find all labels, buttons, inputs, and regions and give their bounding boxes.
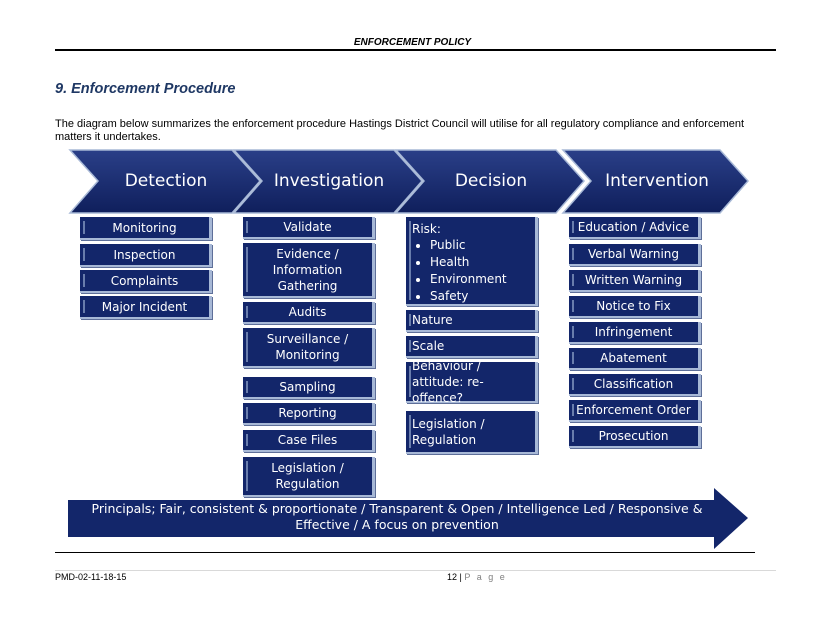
decision-item-nature: Nature	[406, 310, 538, 332]
footer-page: 12 | P a g e	[447, 572, 507, 582]
investigation-item-evidence: Evidence / Information Gathering	[243, 243, 375, 298]
intervention-item-classification: Classification	[569, 374, 701, 396]
investigation-item-surveillance: Surveillance / Monitoring	[243, 328, 375, 368]
decision-risk-title: Risk:	[412, 222, 441, 236]
investigation-item-audits: Audits	[243, 302, 375, 324]
detection-item-complaints: Complaints	[80, 270, 212, 293]
footer-rule-light	[55, 570, 776, 571]
intro-paragraph: The diagram below summarizes the enforce…	[55, 118, 745, 143]
detection-item-inspection: Inspection	[80, 244, 212, 267]
footer-doc-id: PMD-02-11-18-15	[55, 572, 127, 582]
footer-page-number: 12	[447, 572, 458, 582]
intervention-item-prosecution: Prosecution	[569, 426, 701, 448]
detection-item-monitoring: Monitoring	[80, 217, 212, 240]
detection-item-major-incident: Major Incident	[80, 296, 212, 319]
investigation-item-case-files: Case Files	[243, 430, 375, 452]
stage-label-intervention: Intervention	[605, 171, 709, 191]
decision-risk-list: Public Health Environment Safety	[412, 237, 529, 305]
stage-label-detection: Detection	[124, 171, 208, 191]
stage-label-decision: Decision	[454, 171, 528, 191]
decision-item-legislation: Legislation / Regulation	[406, 411, 538, 454]
intervention-item-verbal-warning: Verbal Warning	[569, 244, 701, 266]
decision-risk-environment: Environment	[430, 271, 529, 288]
intervention-item-written-warning: Written Warning	[569, 270, 701, 292]
header-title: ENFORCEMENT POLICY	[353, 37, 472, 48]
intervention-item-abatement: Abatement	[569, 348, 701, 370]
intervention-item-enforcement-order: Enforcement Order	[569, 400, 701, 422]
decision-item-behaviour: Behaviour / attitude: re-offence?	[406, 359, 538, 405]
header-rule	[55, 49, 776, 51]
investigation-item-legislation: Legislation / Regulation	[243, 457, 375, 497]
investigation-item-reporting: Reporting	[243, 403, 375, 425]
footer-rule	[55, 552, 755, 553]
investigation-item-validate: Validate	[243, 217, 375, 239]
decision-risk-box: Risk: Public Health Environment Safety	[406, 217, 538, 306]
decision-risk-health: Health	[430, 254, 529, 271]
section-title: 9. Enforcement Procedure	[55, 81, 236, 97]
principles-text: Principals; Fair, consistent & proportio…	[91, 501, 703, 532]
intervention-item-infringement: Infringement	[569, 322, 701, 344]
decision-risk-safety: Safety	[430, 288, 529, 305]
decision-risk-public: Public	[430, 237, 529, 254]
intervention-item-education: Education / Advice	[569, 217, 701, 239]
stage-label-investigation: Investigation	[273, 171, 385, 191]
decision-item-scale: Scale	[406, 336, 538, 358]
investigation-item-sampling: Sampling	[243, 377, 375, 399]
footer-page-word: P a g e	[464, 572, 507, 582]
intervention-item-notice-to-fix: Notice to Fix	[569, 296, 701, 318]
